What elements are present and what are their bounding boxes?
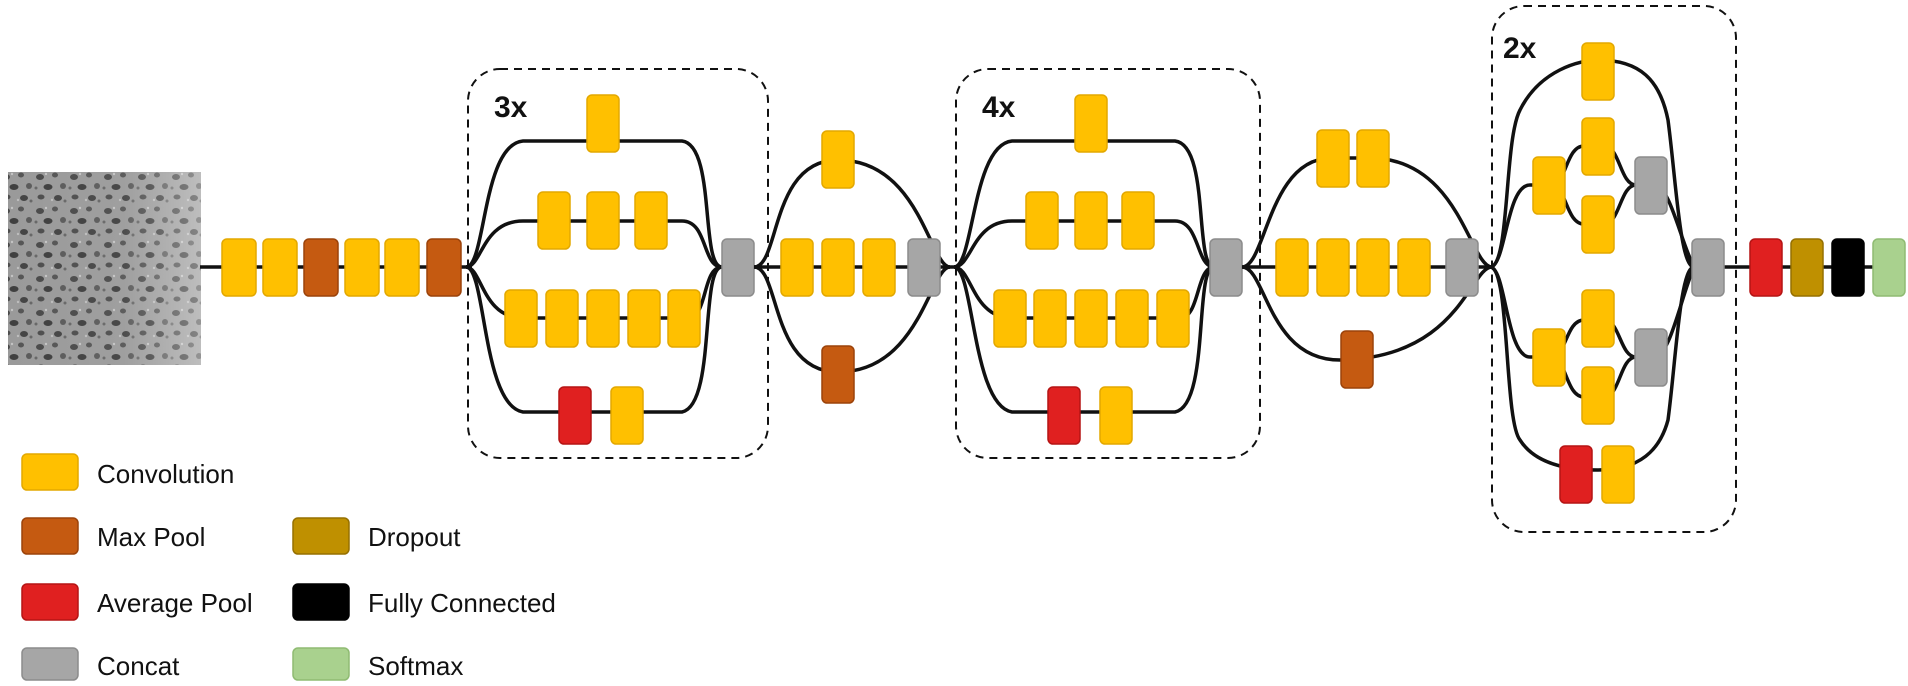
- block-b-branch3-convolution-4: [1115, 289, 1149, 348]
- legend-item-dropout: Dropout: [292, 517, 461, 555]
- legend: Convolution Max Pool Average Pool Concat…: [21, 453, 556, 681]
- block-a-branch4-convolution: [610, 386, 644, 445]
- block-b-branch3-convolution-5: [1156, 289, 1190, 348]
- block-a-branch2-convolution-3: [634, 191, 668, 250]
- block-c-branch2-split-convolution-bottom: [1581, 195, 1615, 254]
- block-c-branch2-split-convolution-top: [1581, 117, 1615, 176]
- legend-swatch-softmax: [292, 647, 350, 681]
- reduction-2-convolution-3: [1356, 238, 1390, 297]
- inception-block-b: 4x: [953, 68, 1261, 459]
- stem-convolution-1: [221, 238, 257, 297]
- reduction-2-concat: [1445, 238, 1479, 297]
- block-b-branch4-convolution: [1099, 386, 1133, 445]
- legend-label-concat: Concat: [97, 651, 180, 681]
- classifier-head: [1749, 238, 1906, 297]
- reduction-1-top-convolution: [821, 130, 855, 189]
- block-a-branch1-convolution: [586, 94, 620, 153]
- block-a-branch3-convolution-1: [504, 289, 538, 348]
- legend-label-fully-connected: Fully Connected: [368, 588, 556, 618]
- block-b-branch3-convolution-1: [993, 289, 1027, 348]
- repeat-label-a: 3x: [494, 91, 528, 124]
- reduction-1-convolution-1: [780, 238, 814, 297]
- reduction-2-convolution-1: [1275, 238, 1309, 297]
- block-b-branch4-average-pool: [1047, 386, 1081, 445]
- legend-swatch-max-pool: [21, 517, 79, 555]
- block-b-branch2-convolution-1: [1025, 191, 1059, 250]
- block-c-branch4-convolution: [1601, 445, 1635, 504]
- legend-swatch-convolution: [21, 453, 79, 491]
- reduction-block-1: [753, 130, 951, 404]
- block-a-branch4-average-pool: [558, 386, 592, 445]
- legend-swatch-average-pool: [21, 583, 79, 621]
- block-c-branch4-average-pool: [1559, 445, 1593, 504]
- legend-label-softmax: Softmax: [368, 651, 463, 681]
- block-a-branch3-convolution-4: [627, 289, 661, 348]
- reduction-2-top-convolution-2: [1356, 129, 1390, 188]
- repeat-label-c: 2x: [1503, 32, 1537, 65]
- repeat-group-box-b: [955, 68, 1261, 459]
- stem-convolution-2: [262, 238, 298, 297]
- block-c-branch1-convolution: [1581, 42, 1615, 101]
- block-c-branch2-convolution: [1532, 156, 1566, 215]
- legend-swatch-concat: [21, 647, 79, 681]
- legend-item-softmax: Softmax: [292, 647, 463, 681]
- inception-block-c: 2x: [1489, 5, 1737, 533]
- stem-convolution-4: [384, 238, 420, 297]
- head-average-pool: [1749, 238, 1783, 297]
- legend-item-convolution: Convolution: [21, 453, 234, 491]
- repeat-group-box-a: [467, 68, 769, 459]
- block-a-branch2-convolution-1: [537, 191, 571, 250]
- block-a-branch2-convolution-2: [586, 191, 620, 250]
- reduction-1-convolution-3: [862, 238, 896, 297]
- input-image: [8, 172, 201, 365]
- reduction-1-max-pool: [821, 345, 855, 404]
- block-c-branch3-concat: [1634, 328, 1668, 387]
- block-a-concat: [721, 238, 755, 297]
- legend-item-max-pool: Max Pool: [21, 517, 205, 555]
- legend-item-fully-connected: Fully Connected: [292, 583, 556, 621]
- stem-convolution-3: [344, 238, 380, 297]
- head-fully-connected: [1831, 238, 1865, 297]
- legend-label-convolution: Convolution: [97, 459, 234, 489]
- reduction-2-top-convolution-1: [1316, 129, 1350, 188]
- reduction-1-convolution-2: [821, 238, 855, 297]
- inception-block-a: 3x: [465, 68, 769, 459]
- reduction-2-convolution-2: [1316, 238, 1350, 297]
- stem-max-pool-1: [303, 238, 339, 297]
- head-softmax: [1872, 238, 1906, 297]
- block-c-branch3-convolution: [1532, 328, 1566, 387]
- block-c-concat: [1691, 238, 1725, 297]
- repeat-label-b: 4x: [982, 91, 1016, 124]
- stem-max-pool-2: [426, 238, 462, 297]
- block-b-branch1-convolution: [1074, 94, 1108, 153]
- legend-label-dropout: Dropout: [368, 522, 461, 552]
- legend-swatch-fully-connected: [292, 583, 350, 621]
- legend-item-average-pool: Average Pool: [21, 583, 253, 621]
- block-a-branch3-convolution-2: [545, 289, 579, 348]
- reduction-1-concat: [907, 238, 941, 297]
- reduction-2-max-pool: [1340, 330, 1374, 389]
- block-a-branch3-convolution-5: [667, 289, 701, 348]
- legend-label-max-pool: Max Pool: [97, 522, 205, 552]
- block-c-branch3-split-convolution-top: [1581, 289, 1615, 348]
- block-b-branch3-convolution-3: [1074, 289, 1108, 348]
- block-b-branch3-convolution-2: [1033, 289, 1067, 348]
- head-dropout: [1790, 238, 1824, 297]
- reduction-2-convolution-4: [1397, 238, 1431, 297]
- block-a-branch3-convolution-3: [586, 289, 620, 348]
- legend-label-average-pool: Average Pool: [97, 588, 253, 618]
- block-c-branch2-concat: [1634, 156, 1668, 215]
- repeat-group-box-c: [1491, 5, 1737, 533]
- block-c-branch3-split-convolution-bottom: [1581, 366, 1615, 425]
- legend-item-concat: Concat: [21, 647, 180, 681]
- legend-swatch-dropout: [292, 517, 350, 555]
- block-b-branch2-convolution-3: [1121, 191, 1155, 250]
- block-b-concat: [1209, 238, 1243, 297]
- block-b-branch2-convolution-2: [1074, 191, 1108, 250]
- reduction-block-2: [1241, 129, 1493, 389]
- stem-layers: [221, 238, 462, 297]
